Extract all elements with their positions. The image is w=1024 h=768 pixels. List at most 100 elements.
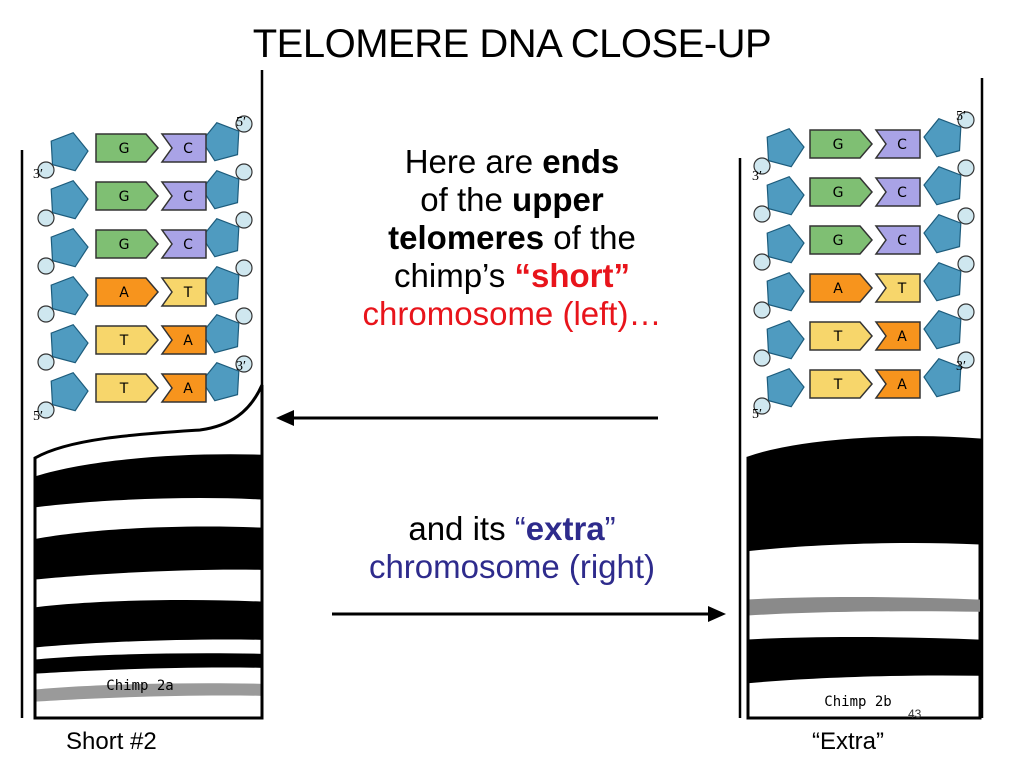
right-caption: “Extra” — [812, 728, 884, 755]
base-left — [809, 273, 873, 303]
extra-line-1: and its “extra” — [282, 510, 742, 548]
base-left — [95, 373, 159, 403]
phosphate-right — [235, 115, 253, 133]
sugar-left — [50, 131, 89, 172]
quote-open: “ — [514, 510, 526, 547]
phosphate-left — [753, 301, 771, 319]
ends-line-1: Here are ends — [282, 143, 742, 181]
phosphate-left — [753, 157, 771, 175]
emphasis-telomeres: telomeres — [388, 219, 545, 256]
base-right — [160, 325, 207, 355]
base-letter-left: G — [119, 189, 130, 205]
base-letter-left: T — [119, 333, 129, 349]
right-chromosome-body — [746, 436, 982, 720]
base-right — [160, 277, 207, 307]
base-letter-right: C — [897, 233, 907, 249]
base-letter-right: C — [183, 189, 193, 205]
emphasis-extra: extra — [525, 510, 605, 547]
phosphate-right — [235, 307, 253, 325]
base-left — [809, 225, 873, 255]
sugar-left — [50, 371, 89, 412]
base-right — [874, 273, 921, 303]
sugar-right — [923, 213, 962, 254]
base-letter-left: G — [833, 233, 844, 249]
base-letter-left: T — [833, 329, 843, 345]
phosphate-right — [957, 207, 975, 225]
right-prime-top: 5′ — [956, 109, 966, 124]
base-left — [95, 181, 159, 211]
base-right — [160, 373, 207, 403]
left-prime-bottom: 5′ — [33, 409, 43, 424]
sugar-left — [766, 271, 805, 312]
ends-line-4: chimp’s “short” — [282, 257, 742, 295]
phosphate-right — [235, 163, 253, 181]
sugar-left — [50, 179, 89, 220]
sugar-right — [923, 165, 962, 206]
base-left — [809, 321, 873, 351]
ends-line-5: chromosome (left)… — [362, 295, 662, 332]
base-letter-left: A — [119, 285, 129, 301]
extra-line-2: chromosome (right) — [368, 548, 656, 585]
base-letter-right: T — [183, 285, 193, 301]
left-sugar-phosphate-group — [37, 115, 253, 419]
right-prime-right: 3′ — [956, 359, 966, 374]
phosphate-left — [753, 397, 771, 415]
arrow-to-right-chromosome — [332, 606, 726, 622]
base-left — [95, 229, 159, 259]
left-caption: Short #2 — [66, 728, 157, 755]
base-right — [874, 225, 921, 255]
phosphate-left — [37, 257, 55, 275]
base-letter-left: A — [833, 281, 843, 297]
phosphate-right — [957, 159, 975, 177]
phosphate-right — [235, 259, 253, 277]
left-prime-top: 5′ — [236, 115, 246, 130]
sugar-left — [766, 223, 805, 264]
sugar-left — [766, 319, 805, 360]
text-fragment: Here are — [404, 143, 543, 180]
base-letter-right: A — [897, 377, 907, 393]
base-left — [809, 129, 873, 159]
quote-close: ” — [604, 510, 616, 547]
base-letter-right: C — [897, 137, 907, 153]
phosphate-right — [957, 111, 975, 129]
base-left — [95, 133, 159, 163]
base-right — [874, 369, 921, 399]
phosphate-right — [235, 211, 253, 229]
ends-line-2: of the upper — [282, 181, 742, 219]
sugar-left — [50, 227, 89, 268]
base-letter-left: T — [119, 381, 129, 397]
phosphate-right — [957, 255, 975, 273]
base-left — [809, 177, 873, 207]
base-right — [160, 229, 207, 259]
base-letter-right: C — [183, 141, 193, 157]
base-letter-right: A — [897, 329, 907, 345]
sugar-right — [923, 357, 962, 398]
base-left — [809, 369, 873, 399]
base-left — [95, 325, 159, 355]
sugar-left — [766, 127, 805, 168]
base-right — [160, 181, 207, 211]
slide-title: TELOMERE DNA CLOSE-UP — [252, 22, 772, 66]
left-chromosome-label: Chimp 2a — [106, 678, 173, 694]
text-fragment: and its — [408, 510, 515, 547]
phosphate-left — [37, 161, 55, 179]
sugar-right — [923, 261, 962, 302]
text-fragment: of the — [420, 181, 513, 218]
base-letter-left: T — [833, 377, 843, 393]
page-number: 43 — [908, 707, 922, 721]
right-prime-left: 3′ — [752, 169, 762, 184]
phosphate-left — [37, 209, 55, 227]
base-right — [874, 177, 921, 207]
